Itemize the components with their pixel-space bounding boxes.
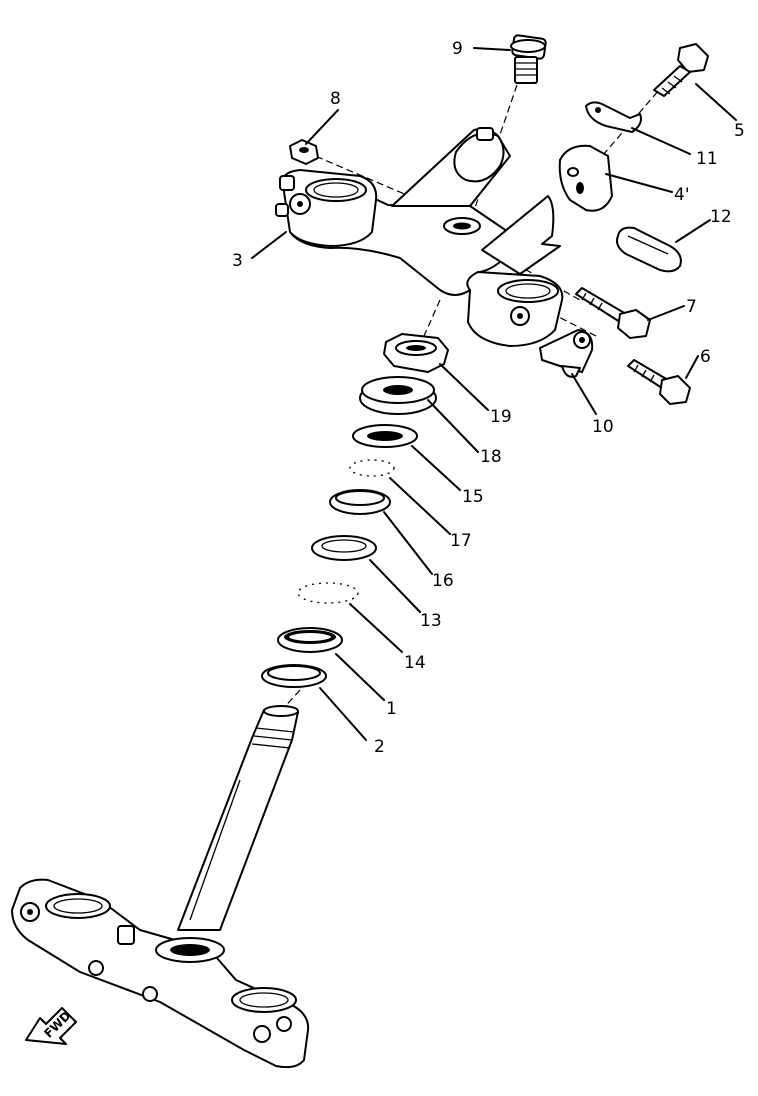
callout-17: 17 — [450, 531, 472, 551]
callout-9: 9 — [452, 39, 463, 59]
cover-12 — [616, 226, 682, 273]
callout-labels: 9 8 5 11 4' 12 3 7 6 10 19 18 15 17 16 1… — [232, 39, 745, 757]
callout-1: 1 — [386, 699, 397, 719]
bracket-10 — [539, 329, 594, 378]
upper-bracket — [275, 127, 564, 347]
callout-12: 12 — [710, 207, 732, 227]
callout-8: 8 — [330, 89, 341, 109]
nut-8 — [289, 139, 319, 165]
callout-5: 5 — [734, 121, 745, 141]
lower-bracket — [11, 878, 310, 1069]
callout-2: 2 — [374, 737, 385, 757]
bolt-5 — [653, 43, 709, 97]
callout-15: 15 — [462, 487, 484, 507]
bolt-6 — [627, 359, 691, 405]
callout-10: 10 — [592, 417, 614, 437]
callout-11: 11 — [696, 149, 718, 169]
callout-18: 18 — [480, 447, 502, 467]
callout-3: 3 — [232, 251, 243, 271]
forward-arrow: FWD — [25, 1007, 77, 1045]
callout-14: 14 — [404, 653, 426, 673]
callout-19: 19 — [490, 407, 512, 427]
bolt-9 — [510, 34, 547, 84]
callout-4: 4' — [674, 185, 690, 205]
callout-16: 16 — [432, 571, 454, 591]
callout-7: 7 — [686, 297, 697, 317]
plate-11 — [585, 101, 642, 133]
callout-6: 6 — [700, 347, 711, 367]
callout-13: 13 — [420, 611, 442, 631]
steering-stem — [177, 705, 299, 931]
bolt-7 — [575, 287, 651, 339]
clamp-4 — [558, 144, 613, 212]
leader-lines — [251, 47, 737, 741]
bearing-stack — [261, 333, 449, 688]
